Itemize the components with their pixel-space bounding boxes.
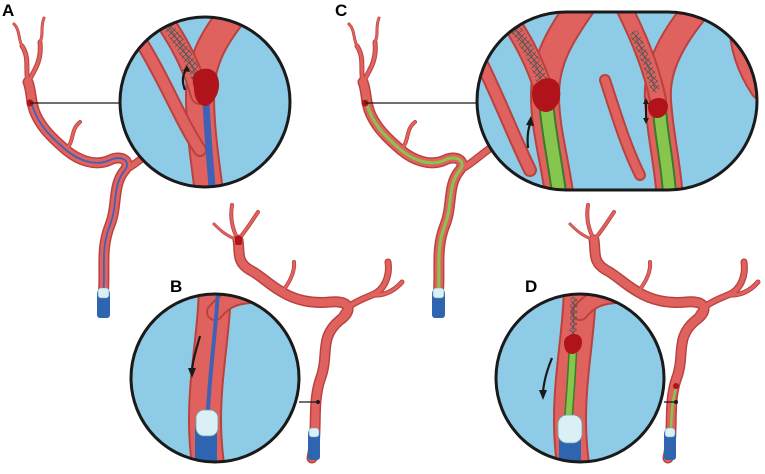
guide-catheter-b	[308, 430, 320, 460]
clot-icon	[564, 334, 582, 354]
clot-icon	[532, 78, 561, 112]
panel-label-a: A	[2, 1, 14, 20]
balloon-d	[664, 427, 676, 438]
direction-arrow-icon	[181, 69, 187, 91]
clot-icon	[648, 98, 668, 118]
balloon-b-zoom	[195, 409, 219, 437]
direction-arrow-icon	[190, 335, 202, 371]
direction-arrow-icon	[526, 123, 532, 149]
balloon-d-zoom	[557, 414, 583, 444]
clot-icon	[235, 236, 242, 245]
vessel-tree-a	[12, 16, 169, 304]
magnifier-d	[494, 292, 666, 464]
magnifier-c	[475, 10, 759, 192]
microcatheter-a	[29, 99, 128, 299]
clot-icon	[673, 383, 679, 389]
magnifier-a	[118, 15, 292, 189]
guide-catheter-d	[664, 430, 676, 460]
panel-label-b: B	[170, 277, 182, 296]
panel-label-d: D	[525, 277, 537, 296]
panel-a: A	[2, 1, 292, 318]
magnifier-b	[129, 292, 301, 464]
direction-arrow-icon	[541, 357, 554, 393]
balloon-c	[432, 287, 445, 299]
balloon-a	[97, 287, 110, 299]
panel-label-c: C	[335, 1, 347, 20]
clot-icon	[192, 68, 220, 106]
vessel-tree-d	[568, 203, 761, 464]
aspiration-catheter-c	[363, 98, 464, 300]
panel-b: B	[129, 203, 405, 464]
panel-c: C	[335, 1, 759, 318]
vessel-tree-c	[347, 16, 504, 304]
balloon-b	[308, 427, 320, 438]
panel-d: D	[494, 203, 761, 464]
